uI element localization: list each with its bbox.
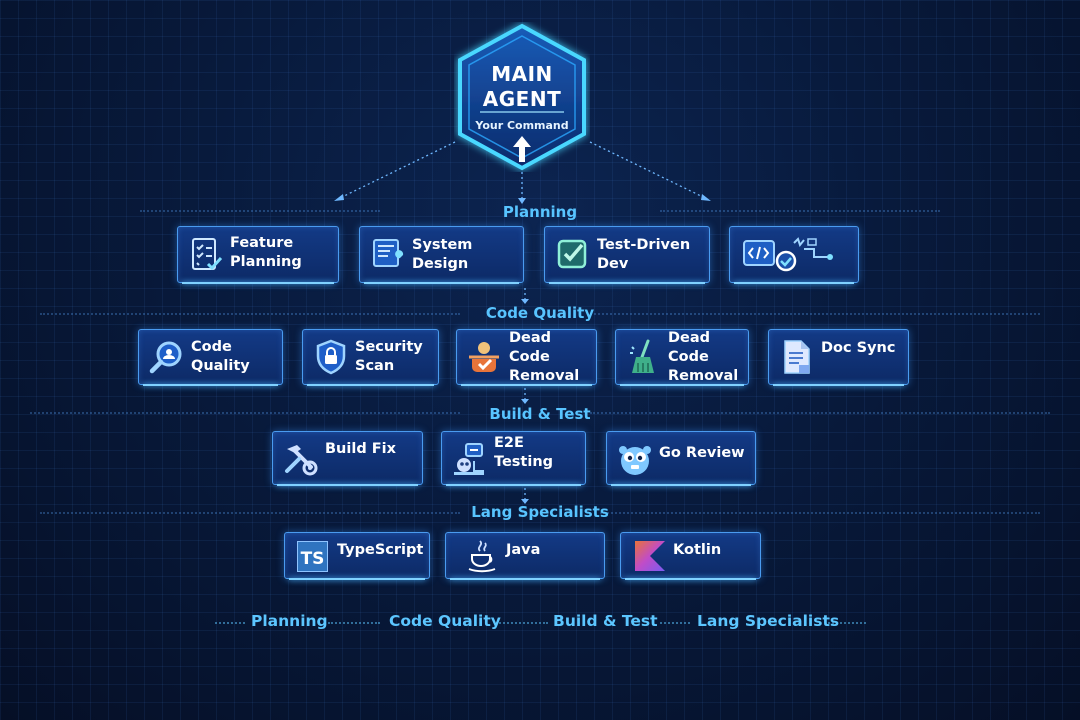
blueprint-wrench-icon	[373, 239, 404, 268]
card-dead-code-removal[interactable]: Dead Code Removal	[456, 329, 597, 386]
section-label-planning: Planning	[502, 203, 578, 221]
legend-dots	[328, 622, 380, 624]
section-label-lang-specialists: Lang Specialists	[471, 503, 609, 521]
card-doc-sync[interactable]: Doc Sync	[768, 329, 909, 386]
card-label: Dead Code Removal	[509, 329, 580, 384]
legend-dots	[215, 622, 245, 624]
up-arrow-icon	[513, 136, 531, 162]
card-dead-code-removal-2[interactable]: Dead Code Removal	[615, 329, 749, 386]
card-label: Security Scan	[355, 339, 423, 374]
person-check-icon	[469, 342, 499, 372]
card-java[interactable]: Java	[445, 532, 605, 580]
separator	[30, 412, 460, 414]
card-kotlin[interactable]: Kotlin	[620, 532, 761, 580]
checkbox-icon	[557, 239, 587, 269]
card-label: TypeScript	[337, 542, 424, 558]
card-e2e-testing[interactable]: E2E Testing	[441, 431, 586, 486]
main-agent-label: MAIN AGENT Your Command	[454, 22, 590, 172]
card-test-driven-dev[interactable]: Test-Driven Dev	[544, 226, 710, 284]
card-label: Kotlin	[673, 542, 722, 558]
legend-dots	[660, 622, 690, 624]
shield-lock-icon	[316, 339, 346, 375]
card-label: Feature Planning	[230, 235, 302, 270]
legend-build-test: Build & Test	[553, 612, 658, 630]
card-go-review[interactable]: Go Review	[606, 431, 756, 486]
java-cup-icon	[468, 540, 496, 573]
document-icon	[784, 340, 810, 374]
section-label-build-test: Build & Test	[489, 405, 591, 423]
card-security-scan[interactable]: Security Scan	[302, 329, 439, 386]
legend-lang-specialists: Lang Specialists	[697, 612, 840, 630]
legend-dots	[496, 622, 548, 624]
card-label: Dead Code Removal	[668, 329, 739, 384]
main-agent-subtitle: Your Command	[475, 119, 569, 132]
card-code-pipeline[interactable]	[729, 226, 859, 284]
card-typescript[interactable]: TS TypeScript	[284, 532, 430, 580]
robot-test-icon	[454, 443, 484, 475]
card-label: Test-Driven Dev	[597, 237, 691, 272]
main-agent-title: MAIN AGENT	[482, 62, 562, 111]
separator	[600, 512, 1040, 514]
card-code-quality[interactable]: Code Quality	[138, 329, 283, 386]
legend-dots	[828, 622, 866, 624]
separator	[660, 210, 940, 212]
card-system-design[interactable]: System Design	[359, 226, 524, 284]
card-label: Java	[506, 542, 541, 558]
legend-code-quality: Code Quality	[389, 612, 501, 630]
separator	[40, 512, 460, 514]
separator	[140, 210, 380, 212]
code-pipeline-icon	[743, 237, 833, 272]
gopher-icon	[619, 446, 651, 475]
broom-icon	[630, 339, 654, 373]
separator	[590, 313, 1040, 315]
card-label: E2E Testing	[494, 435, 554, 470]
magnifier-icon	[149, 341, 182, 374]
section-label-code-quality: Code Quality	[485, 304, 595, 322]
card-label: Doc Sync	[821, 340, 896, 356]
legend-planning: Planning	[251, 612, 328, 630]
checklist-icon	[192, 238, 223, 271]
card-label: System Design	[412, 237, 473, 272]
separator	[40, 313, 460, 315]
main-agent-hexagon[interactable]	[454, 22, 590, 172]
kotlin-icon	[635, 541, 665, 571]
typescript-icon: TS	[297, 541, 328, 572]
card-label: Code Quality	[191, 339, 250, 374]
card-label: Go Review	[659, 444, 745, 461]
separator	[590, 412, 1050, 414]
card-feature-planning[interactable]: Feature Planning	[177, 226, 339, 284]
card-label: Build Fix	[325, 441, 396, 457]
card-build-fix[interactable]: Build Fix	[272, 431, 423, 486]
hammer-gear-icon	[285, 445, 318, 476]
